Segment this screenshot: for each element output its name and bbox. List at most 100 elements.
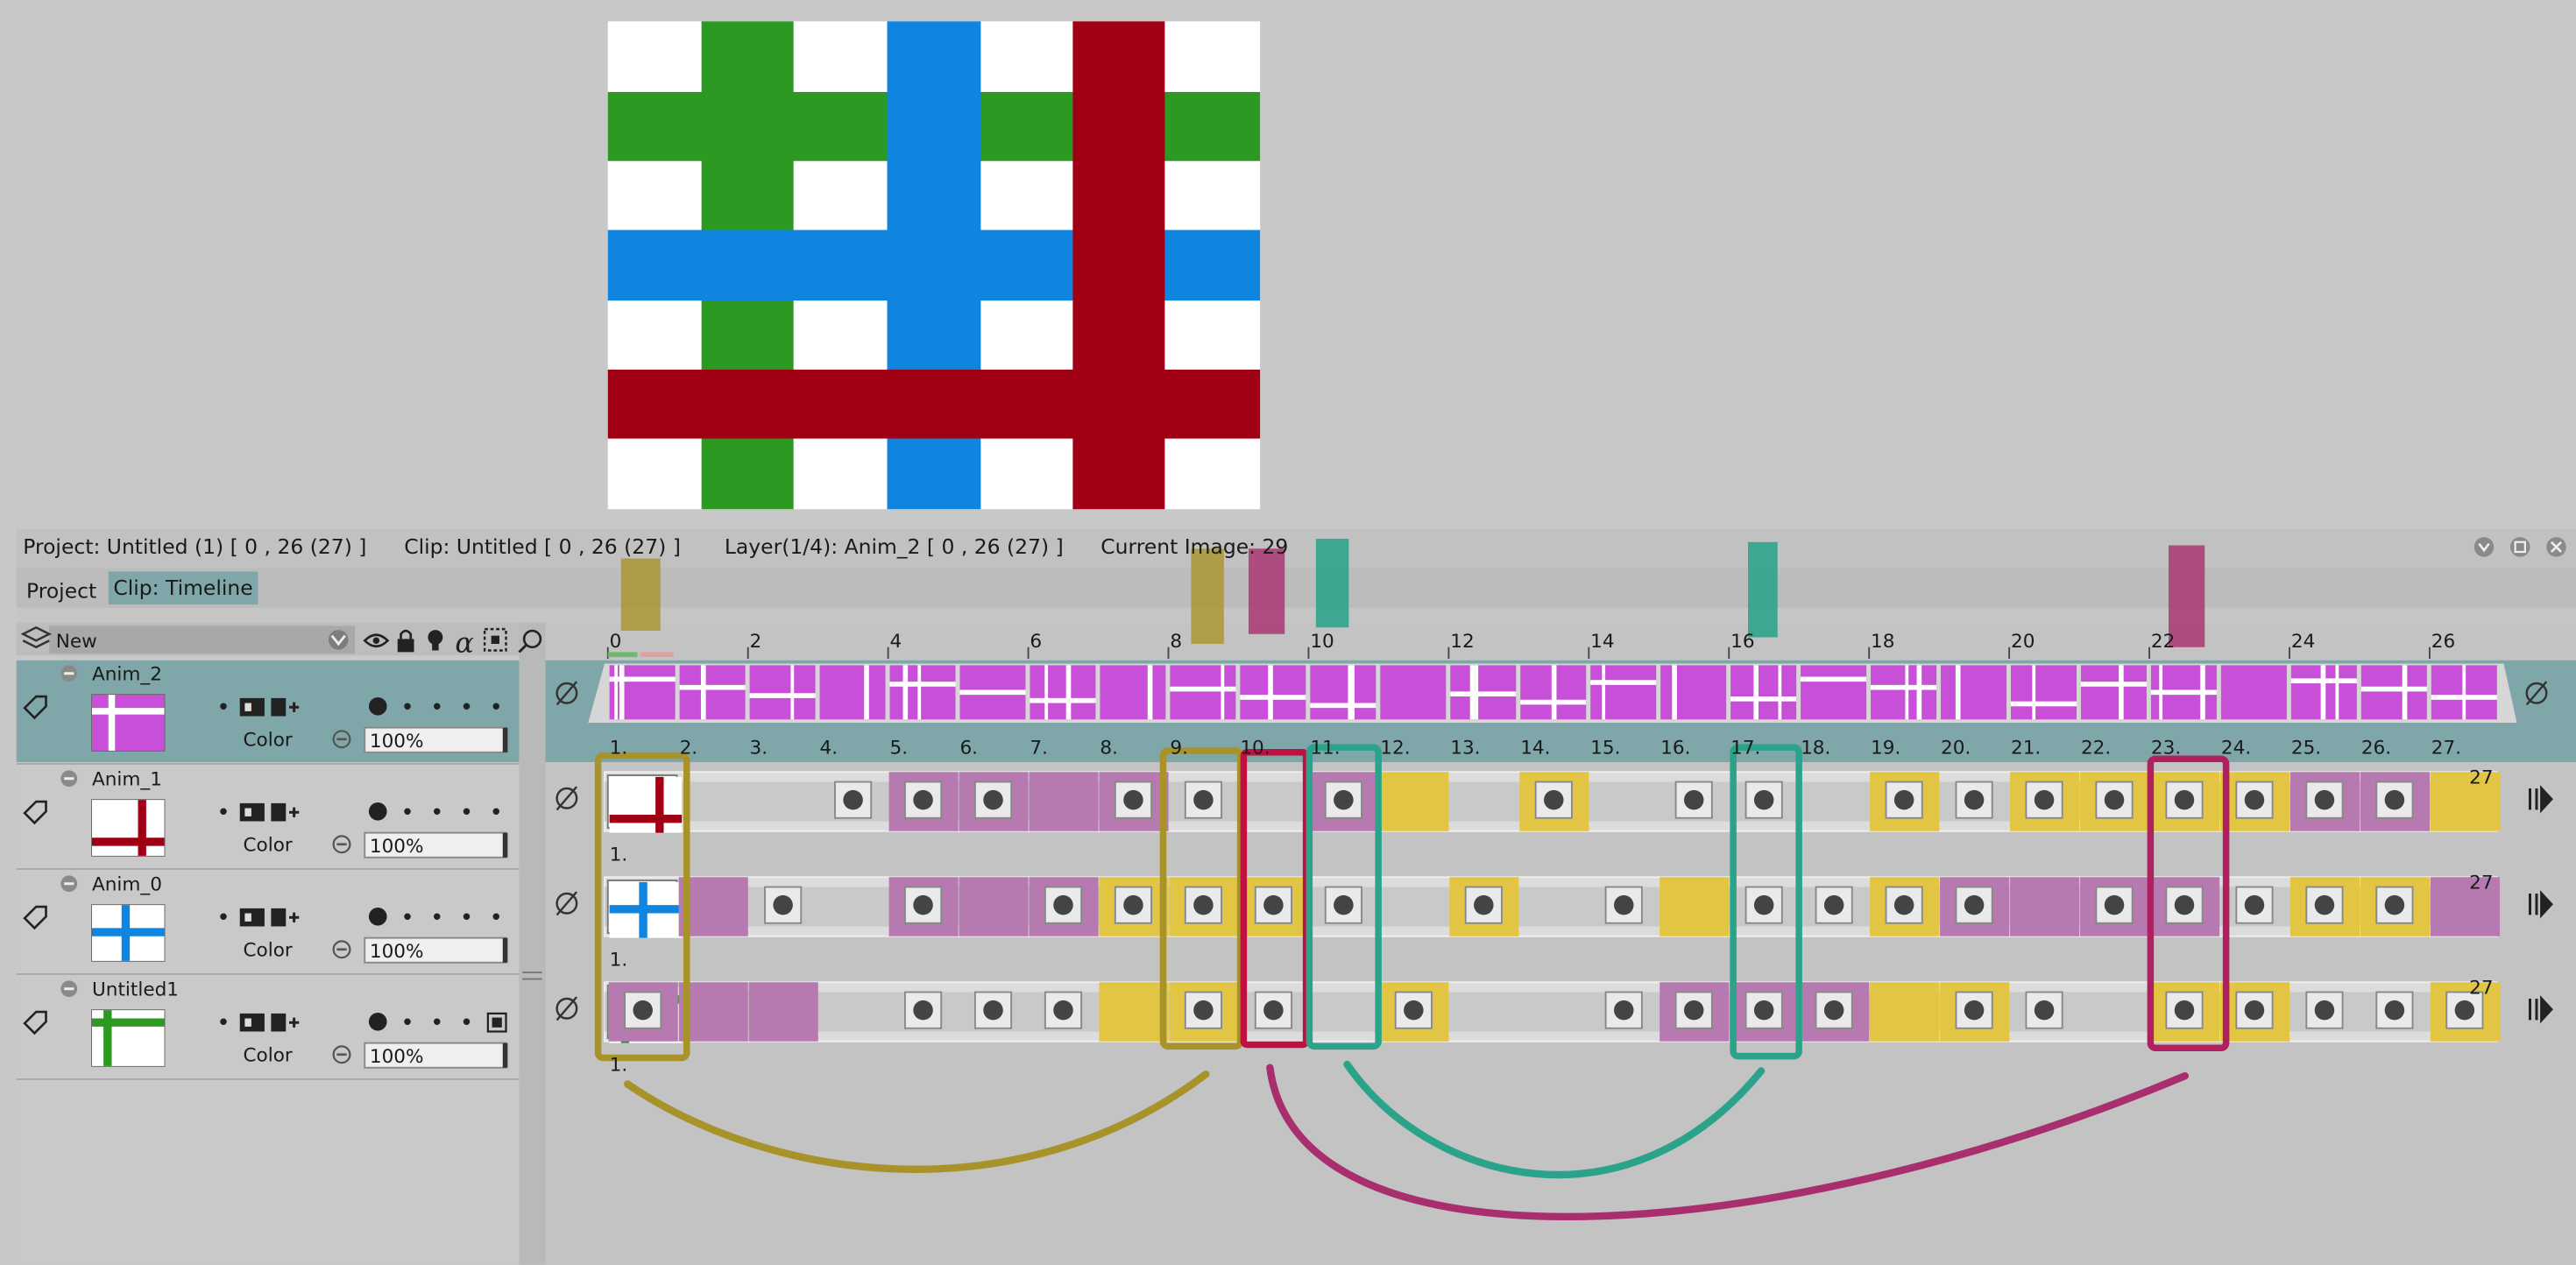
filmstrip-frame[interactable] <box>1871 665 1937 720</box>
opacity-minus-icon[interactable] <box>332 835 351 854</box>
filmstrip-frame[interactable] <box>1801 665 1867 720</box>
opacity-field[interactable] <box>364 726 507 753</box>
filmstrip-frame[interactable] <box>1030 665 1096 720</box>
key-cell[interactable] <box>1379 772 1449 831</box>
opacity-field[interactable] <box>364 936 507 964</box>
blend-mode-icon[interactable] <box>239 1013 265 1032</box>
keyframe-button[interactable] <box>1184 991 1222 1029</box>
filmstrip-frame[interactable] <box>1730 665 1797 720</box>
opacity-minus-icon[interactable] <box>332 730 351 749</box>
opacity-value[interactable]: 100% <box>369 834 424 858</box>
light-bulb-icon[interactable] <box>428 630 443 645</box>
filmstrip-frame[interactable] <box>1590 665 1657 720</box>
option-dot-icon[interactable] <box>404 913 411 921</box>
plus-icon[interactable] <box>289 912 300 922</box>
keyframe-button[interactable] <box>2305 886 2344 924</box>
eye-icon[interactable] <box>363 633 390 648</box>
add-key-icon[interactable] <box>271 1013 287 1032</box>
minimize-window-icon[interactable] <box>2473 537 2495 557</box>
group-name-field[interactable] <box>49 625 355 654</box>
key-cell[interactable] <box>1099 982 1169 1042</box>
option-dot-icon[interactable] <box>434 913 441 921</box>
key-cell[interactable] <box>2010 877 2080 936</box>
add-key-icon[interactable] <box>271 697 287 717</box>
filmstrip-frame[interactable] <box>2360 665 2427 720</box>
key-cell[interactable] <box>1029 772 1099 831</box>
add-key-icon[interactable] <box>271 802 287 822</box>
key-cell[interactable] <box>1660 877 1730 936</box>
zoom-icon[interactable] <box>522 629 542 649</box>
option-dot-icon[interactable] <box>434 808 441 816</box>
tab-project[interactable]: Project <box>26 578 97 604</box>
key-cell[interactable] <box>2430 877 2500 936</box>
opacity-value[interactable]: 100% <box>369 1044 424 1068</box>
opacity-value[interactable]: 100% <box>369 939 424 963</box>
visibility-dot-icon[interactable] <box>368 907 387 926</box>
opacity-field[interactable] <box>364 1042 507 1069</box>
tag-icon[interactable] <box>23 695 47 720</box>
filmstrip-frame[interactable] <box>1240 665 1306 720</box>
plus-icon[interactable] <box>289 807 300 817</box>
keyframe-button[interactable] <box>2235 781 2274 819</box>
filmstrip-frame[interactable] <box>1941 665 2007 720</box>
filmstrip-frame[interactable] <box>819 665 886 720</box>
keyframe-button[interactable] <box>1604 991 1643 1029</box>
keyframe-button[interactable] <box>1324 781 1362 819</box>
opacity-value[interactable]: 100% <box>369 729 424 753</box>
tag-icon[interactable] <box>23 800 47 825</box>
keyframe-button[interactable] <box>1815 991 1853 1029</box>
visibility-dot-icon[interactable] <box>368 802 387 821</box>
blend-mode-icon[interactable] <box>239 908 265 927</box>
filmstrip-frame[interactable] <box>1170 665 1236 720</box>
option-dot-icon[interactable] <box>434 703 441 710</box>
key-cell[interactable] <box>678 877 748 936</box>
option-dot-icon[interactable] <box>463 703 471 710</box>
option-dot-icon[interactable] <box>492 808 500 816</box>
opacity-minus-icon[interactable] <box>332 1045 351 1064</box>
key-cell[interactable] <box>678 982 748 1042</box>
plus-icon[interactable] <box>289 702 300 712</box>
play-loop-icon[interactable] <box>2529 785 2553 814</box>
empty-frame-icon[interactable] <box>556 787 578 809</box>
keyframe-button[interactable] <box>2095 781 2134 819</box>
filmstrip-frame[interactable] <box>1100 665 1166 720</box>
tab-clip-timeline-bg[interactable] <box>108 571 258 605</box>
option-dot-icon[interactable] <box>492 703 500 710</box>
keyframe-button[interactable] <box>2375 781 2414 819</box>
visibility-dot-icon[interactable] <box>368 696 387 716</box>
option-dot-icon[interactable] <box>463 1018 471 1026</box>
blend-mode-icon[interactable] <box>239 697 265 717</box>
lock-icon[interactable] <box>397 639 414 653</box>
option-dot-icon[interactable] <box>492 913 500 921</box>
key-cell[interactable] <box>959 877 1029 936</box>
filmstrip-frame[interactable] <box>1380 665 1447 720</box>
filmstrip-frame[interactable] <box>2220 665 2287 720</box>
filmstrip-frame[interactable] <box>749 665 816 720</box>
tag-icon[interactable] <box>23 1010 47 1035</box>
empty-frame-icon[interactable] <box>556 997 578 1020</box>
filmstrip-frame[interactable] <box>2080 665 2147 720</box>
tab-clip-timeline[interactable]: Clip: Timeline <box>113 575 253 600</box>
option-dot-icon[interactable] <box>404 808 411 816</box>
keyframe-button[interactable] <box>2235 886 2274 924</box>
option-dot-icon[interactable] <box>404 1018 411 1026</box>
filmstrip-frame[interactable] <box>2011 665 2077 720</box>
play-loop-icon[interactable] <box>2529 995 2553 1024</box>
empty-frame-icon[interactable] <box>2525 682 2548 704</box>
filmstrip-frame[interactable] <box>889 665 956 720</box>
alpha-icon[interactable]: α <box>455 625 474 659</box>
empty-frame-icon[interactable] <box>556 682 578 704</box>
key-cell[interactable] <box>748 982 818 1042</box>
filmstrip-frame[interactable] <box>1660 665 1727 720</box>
option-dot-icon[interactable] <box>463 808 471 816</box>
option-dot-icon[interactable] <box>463 913 471 921</box>
option-dot-icon[interactable] <box>434 1018 441 1026</box>
opacity-minus-icon[interactable] <box>332 940 351 959</box>
empty-frame-icon[interactable] <box>556 892 578 915</box>
tag-icon[interactable] <box>23 905 47 930</box>
filmstrip-frame[interactable] <box>679 665 746 720</box>
blend-mode-icon[interactable] <box>239 802 265 822</box>
add-key-icon[interactable] <box>271 908 287 927</box>
option-square-icon[interactable] <box>486 1012 507 1033</box>
option-dot-icon[interactable] <box>404 703 411 710</box>
